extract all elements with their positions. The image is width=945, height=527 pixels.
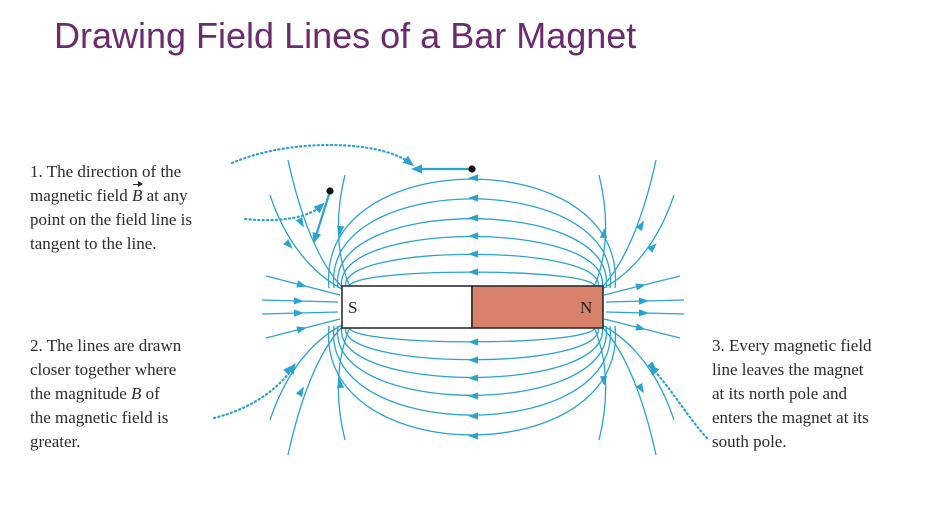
caption-1-line-2: magnetic field B at any — [30, 181, 192, 208]
field-line-5 — [341, 325, 603, 379]
caption-3-line-3: at its north pole and — [712, 384, 848, 403]
north-pole-label: N — [580, 298, 592, 317]
field-arrow — [336, 225, 345, 236]
field-arrow — [293, 309, 304, 317]
callout-leaders — [212, 143, 709, 440]
field-arrow — [283, 239, 293, 249]
field-arrow — [635, 323, 646, 331]
field-arrow — [638, 297, 649, 305]
field-arrow — [468, 392, 478, 400]
field-arrow — [468, 174, 478, 182]
field-line-20 — [287, 159, 343, 288]
caption-1-line-3: point on the field line is — [30, 210, 192, 229]
field-arrow — [599, 228, 608, 239]
field-arrow — [635, 383, 644, 394]
tangent-example-top — [411, 164, 476, 174]
caption-2-line-2: closer together where — [30, 360, 177, 379]
callout-1-leader-top — [230, 143, 414, 167]
field-arrow — [296, 280, 307, 288]
magnet-south-half — [341, 285, 473, 329]
field-arrow — [468, 432, 478, 440]
field-line-24 — [269, 324, 343, 421]
field-line-9 — [333, 325, 611, 416]
field-line-23 — [287, 326, 343, 456]
caption-3-line-5: south pole. — [712, 432, 787, 451]
field-line-8 — [333, 198, 611, 289]
caption-1-line-1: 1. The direction of the — [30, 162, 182, 181]
slide-title: Drawing Field Lines of a Bar Magnet — [54, 15, 637, 56]
callout-1-leader-side — [243, 202, 325, 222]
south-pole-label: S — [348, 298, 357, 317]
field-arrow — [468, 268, 478, 276]
vector-b-symbol: B — [132, 181, 144, 208]
magnitude-b-symbol: B — [131, 384, 142, 403]
field-arrow — [468, 214, 478, 222]
caption-2-line-3: the magnitude B of — [30, 384, 160, 403]
caption-3-line-1: 3. Every magnetic field — [712, 336, 872, 355]
field-arrow — [635, 283, 646, 291]
callout-3-leader — [648, 364, 709, 440]
field-arrow — [295, 386, 304, 397]
field-arrow — [647, 243, 657, 253]
field-line-21 — [269, 194, 343, 290]
field-arrow — [296, 326, 307, 334]
field-arrow — [468, 338, 478, 346]
field-line-30 — [601, 324, 675, 421]
caption-tangent: 1. The direction of the magnetic field B… — [30, 160, 192, 256]
field-line-27 — [601, 194, 675, 290]
field-arrow — [635, 220, 644, 231]
magnet-north-half — [471, 285, 604, 329]
field-arrow — [295, 217, 304, 228]
caption-3-line-2: line leaves the magnet — [712, 360, 864, 379]
field-arrow — [638, 309, 649, 317]
callout-2-leader — [212, 362, 296, 420]
field-arrow — [468, 374, 478, 382]
field-arrow — [468, 232, 478, 240]
field-arrow — [336, 378, 345, 389]
field-arrow — [468, 412, 478, 420]
tangent-example-left — [312, 187, 334, 244]
caption-3-line-4: enters the magnet at its — [712, 408, 869, 427]
caption-poles: 3. Every magnetic field line leaves the … — [712, 334, 872, 454]
field-line-22 — [337, 174, 351, 288]
field-arrow — [468, 356, 478, 364]
caption-1-line-4: tangent to the line. — [30, 234, 157, 253]
field-arrow — [468, 194, 478, 202]
field-line-25 — [337, 326, 351, 441]
caption-2-line-5: greater. — [30, 432, 81, 451]
field-line-29 — [601, 326, 657, 456]
caption-line-density: 2. The lines are drawn closer together w… — [30, 334, 181, 454]
field-arrow — [599, 375, 608, 386]
bar-magnet: S N — [341, 285, 604, 329]
caption-2-line-1: 2. The lines are drawn — [30, 336, 182, 355]
field-arrow — [468, 250, 478, 258]
field-arrow — [293, 297, 304, 305]
caption-2-line-4: the magnetic field is — [30, 408, 169, 427]
field-line-26 — [601, 159, 657, 288]
field-line-4 — [341, 235, 603, 289]
